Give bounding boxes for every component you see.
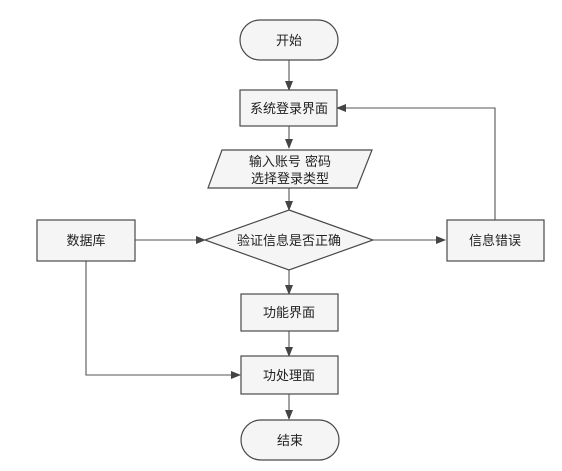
node-function-ui: 功能界面 <box>240 293 339 332</box>
process-box <box>240 355 339 395</box>
input-label-line2: 选择登录类型 <box>251 172 329 187</box>
end-label: 结束 <box>277 434 303 449</box>
database-box <box>36 219 136 262</box>
node-verify: 验证信息是否正确 <box>203 209 375 271</box>
node-start: 开始 <box>239 19 339 61</box>
login-ui-box <box>239 89 338 127</box>
error-label: 信息错误 <box>469 233 521 249</box>
process-label: 功处理面 <box>263 369 315 384</box>
edge-error-to-login <box>336 104 496 220</box>
node-input: 输入账号 密码 选择登录类型 <box>207 149 373 189</box>
verify-diamond <box>203 209 375 271</box>
edge-database-to-process <box>85 261 241 379</box>
start-terminator <box>239 19 339 61</box>
node-database: 数据库 <box>36 219 136 262</box>
start-label: 开始 <box>276 34 302 49</box>
node-error: 信息错误 <box>446 219 545 262</box>
login-ui-label: 系统登录界面 <box>250 102 328 117</box>
node-end: 结束 <box>240 419 340 461</box>
error-box <box>446 219 545 262</box>
database-label: 数据库 <box>66 233 105 249</box>
verify-label: 验证信息是否正确 <box>237 233 341 249</box>
input-label-line1: 输入账号 密码 <box>249 154 331 170</box>
node-login-ui: 系统登录界面 <box>239 89 338 127</box>
node-process: 功处理面 <box>240 355 339 395</box>
end-terminator <box>240 419 340 461</box>
connectors <box>85 60 496 420</box>
function-ui-box <box>240 293 339 332</box>
input-parallelogram <box>207 149 373 189</box>
function-ui-label: 功能界面 <box>263 306 315 321</box>
